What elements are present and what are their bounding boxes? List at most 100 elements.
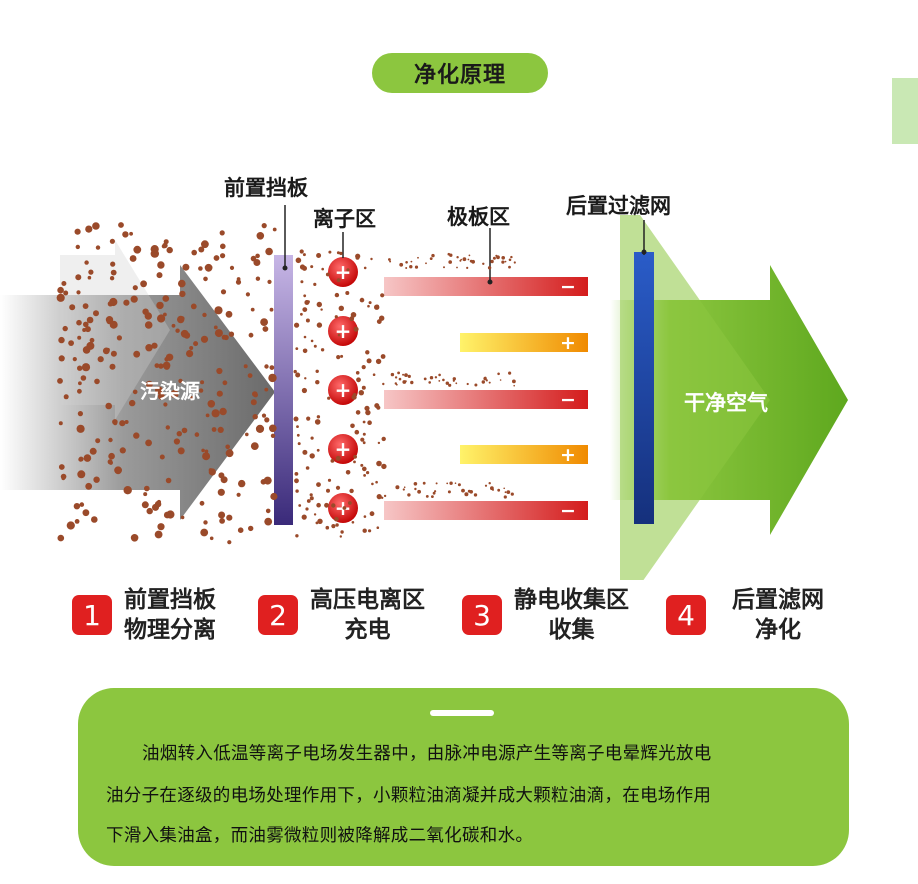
oil-particle — [154, 530, 163, 539]
oil-particle — [76, 319, 82, 326]
sign-minus-2: − — [560, 389, 576, 411]
oil-particle — [366, 471, 370, 475]
oil-particle — [145, 380, 153, 388]
oil-particle — [309, 493, 313, 497]
oil-particle — [363, 515, 367, 518]
oil-particle — [261, 223, 267, 229]
oil-particle — [133, 245, 142, 254]
oil-particle — [198, 246, 205, 253]
oil-particle — [173, 438, 180, 445]
oil-particle — [402, 373, 405, 376]
oil-particle — [156, 301, 164, 310]
oil-particle — [132, 389, 138, 395]
oil-particle — [340, 530, 344, 534]
oil-particle — [158, 363, 164, 369]
oil-particle — [338, 305, 344, 311]
oil-particle — [58, 336, 65, 344]
oil-particle — [89, 447, 97, 455]
oil-particle — [180, 316, 185, 321]
oil-particle — [78, 456, 84, 462]
oil-particle — [293, 416, 299, 422]
oil-particle — [255, 276, 261, 281]
oil-particle — [346, 268, 350, 272]
oil-particle — [445, 381, 449, 385]
oil-particle — [80, 375, 87, 381]
oil-particle — [256, 232, 265, 240]
rear-filter — [634, 252, 654, 524]
oil-particle — [181, 427, 188, 434]
oil-particle — [84, 260, 89, 265]
oil-particle — [200, 380, 205, 385]
oil-particle — [130, 295, 138, 303]
oil-particle — [186, 350, 194, 358]
oil-particle — [217, 426, 224, 433]
oil-particle — [165, 477, 172, 484]
oil-particle — [296, 425, 299, 428]
oil-particle — [377, 441, 381, 445]
oil-particle — [481, 380, 485, 384]
oil-particle — [178, 279, 186, 288]
oil-particle — [225, 449, 234, 458]
oil-particle — [510, 255, 513, 259]
oil-particle — [95, 438, 101, 444]
oil-particle — [370, 257, 373, 261]
oil-particle — [375, 304, 379, 308]
oil-particle — [388, 258, 391, 261]
oil-particle — [214, 306, 223, 315]
oil-particle — [57, 534, 65, 542]
oil-particle — [74, 228, 81, 235]
oil-particle — [220, 476, 228, 484]
oil-particle — [130, 534, 139, 542]
oil-particle — [334, 315, 338, 319]
oil-particle — [248, 525, 254, 532]
oil-particle — [143, 492, 148, 497]
oil-particle — [166, 510, 175, 519]
front-plate — [274, 255, 293, 525]
oil-particle — [380, 354, 386, 359]
oil-particle — [487, 266, 492, 270]
oil-particle — [144, 321, 153, 329]
oil-particle — [335, 485, 341, 490]
oil-particle — [97, 356, 104, 363]
step-title: 静电收集区 — [514, 587, 629, 613]
oil-particle — [431, 253, 435, 258]
oil-particle — [177, 447, 185, 455]
oil-particle — [202, 452, 211, 461]
oil-particle — [226, 514, 233, 521]
oil-particle — [193, 341, 199, 347]
plate-plus-1 — [460, 333, 588, 352]
oil-particle — [302, 348, 308, 354]
oil-particle — [295, 372, 301, 378]
side-tab[interactable] — [892, 78, 918, 144]
oil-particle — [264, 364, 269, 369]
oil-particle — [89, 337, 95, 343]
oil-particle — [495, 254, 498, 257]
oil-particle — [77, 411, 83, 417]
oil-particle — [405, 267, 408, 269]
description-line-1: 油烟转入低温等离子电场发生器中，由脉冲电源产生等离子电晕辉光放电 — [142, 744, 712, 764]
oil-particle — [432, 491, 436, 495]
oil-particle — [269, 307, 274, 312]
oil-particle — [262, 326, 269, 332]
oil-particle — [194, 432, 200, 437]
title-pill: 净化原理 — [372, 53, 548, 93]
oil-particle — [77, 470, 86, 479]
oil-particle — [336, 278, 341, 283]
sign-plus-1: + — [560, 332, 576, 354]
oil-particle — [461, 488, 465, 493]
divider-bar — [430, 710, 494, 716]
oil-particle — [189, 346, 194, 350]
oil-particle — [180, 515, 185, 520]
oil-particle — [345, 291, 350, 295]
oil-particle — [355, 255, 360, 260]
oil-particle — [460, 258, 463, 261]
oil-particle — [93, 310, 99, 317]
oil-particle — [163, 402, 168, 407]
oil-particle — [309, 453, 315, 459]
oil-particle — [123, 486, 132, 495]
oil-particle — [155, 386, 163, 395]
oil-particle — [315, 380, 320, 385]
oil-particle — [324, 502, 329, 508]
ion-plus-4: + — [335, 437, 352, 461]
oil-particle — [490, 486, 494, 491]
